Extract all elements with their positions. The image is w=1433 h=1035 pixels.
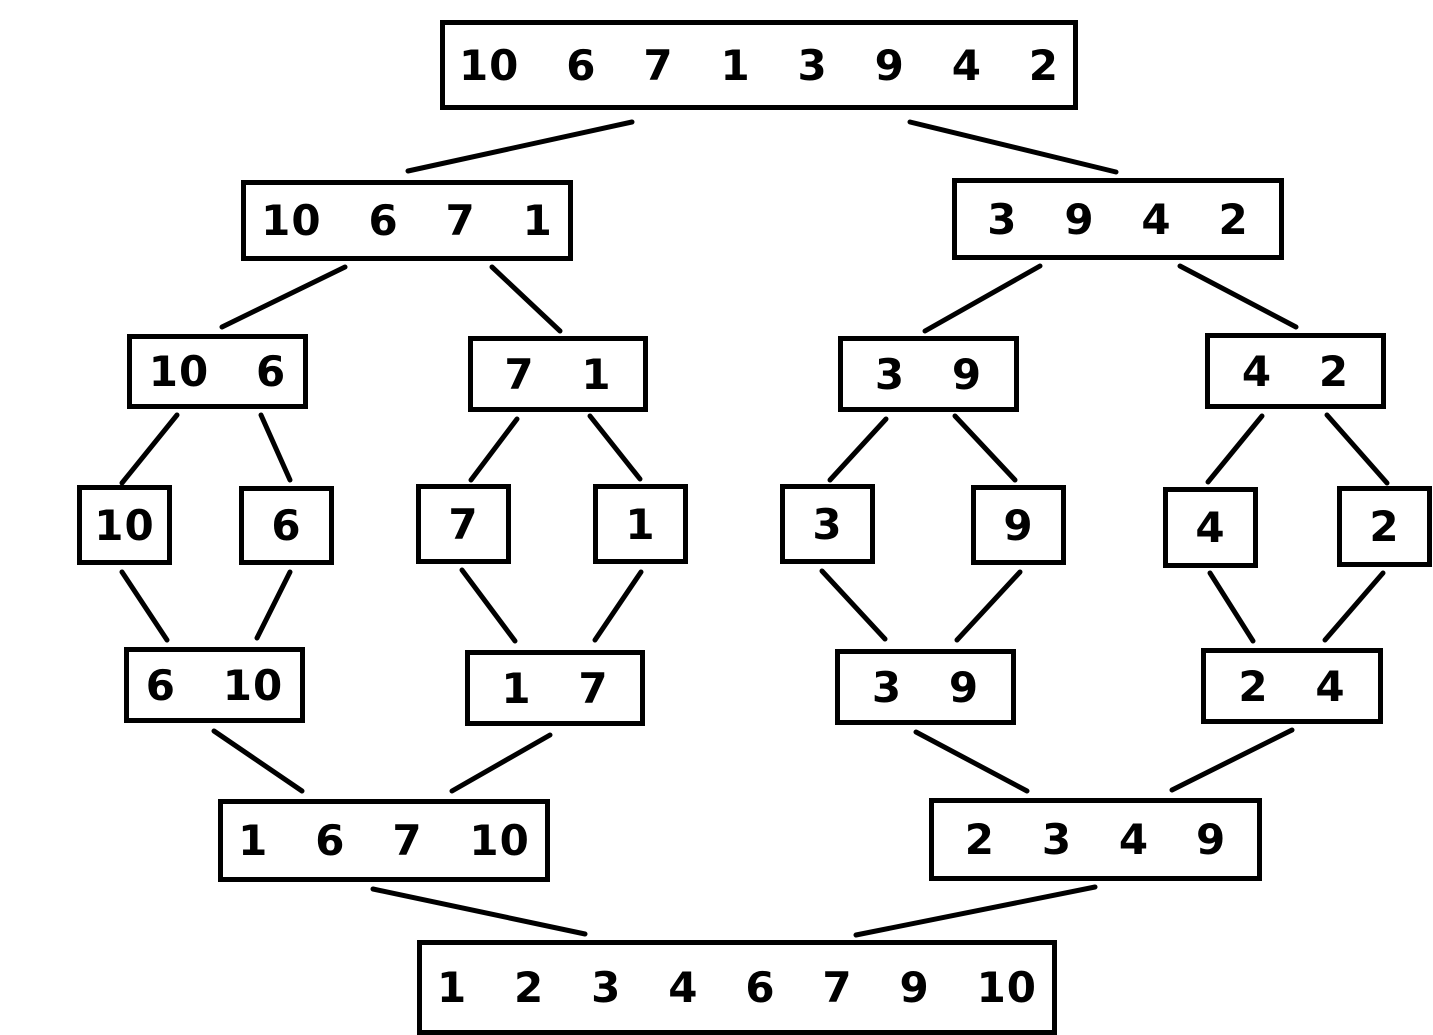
leaf-box: 7	[416, 484, 511, 564]
pair-box: 4 2	[1205, 333, 1386, 409]
edge	[370, 886, 588, 937]
edge	[853, 884, 1098, 938]
pair-values: 7 1	[504, 349, 612, 399]
merged-pair-values: 2 4	[1238, 661, 1346, 711]
merged-pair-values: 1 7	[501, 663, 609, 713]
edge	[489, 264, 563, 334]
split-right-box: 3 9 4 2	[952, 178, 1284, 260]
leaf-box: 1	[593, 484, 688, 564]
edge	[1324, 412, 1390, 486]
edge	[907, 119, 1119, 175]
edge	[1169, 727, 1295, 793]
leaf-value: 9	[1003, 500, 1034, 550]
pair-box: 10 6	[127, 334, 308, 409]
edge	[1205, 413, 1265, 485]
sorted-result-box: 1 2 3 4 6 7 9 10	[417, 940, 1057, 1035]
merged-half-box: 2 3 4 9	[929, 798, 1262, 881]
edge	[952, 413, 1018, 483]
edge	[405, 119, 635, 174]
leaf-box: 2	[1337, 486, 1432, 567]
pair-values: 3 9	[874, 349, 983, 399]
pair-values: 10 6	[148, 347, 287, 396]
merged-pair-values: 6 10	[145, 660, 284, 710]
leaf-box: 6	[239, 486, 334, 565]
edge	[819, 568, 888, 642]
edge	[592, 569, 644, 643]
edge	[468, 416, 520, 483]
edge	[827, 416, 889, 483]
edge	[449, 732, 553, 794]
edge	[913, 729, 1030, 794]
leaf-box: 3	[780, 484, 875, 564]
pair-box: 3 9	[838, 336, 1019, 412]
edge	[954, 569, 1023, 643]
leaf-value: 3	[812, 499, 843, 549]
split-left-box: 10 6 7 1	[241, 180, 573, 261]
split-left-values: 10 6 7 1	[261, 196, 553, 245]
root-array-box: 10 6 7 1 3 9 4 2	[440, 20, 1078, 110]
edge	[219, 264, 348, 330]
merged-pair-values: 3 9	[871, 662, 980, 712]
leaf-value: 1	[625, 499, 656, 549]
edge	[211, 728, 305, 794]
merged-pair-box: 6 10	[124, 647, 305, 723]
leaf-value: 4	[1195, 503, 1226, 552]
leaf-box: 10	[77, 485, 172, 565]
merged-pair-box: 2 4	[1201, 648, 1383, 724]
leaf-value: 7	[448, 499, 479, 549]
leaf-value: 6	[271, 501, 302, 550]
leaf-box: 4	[1163, 487, 1258, 568]
pair-box: 7 1	[468, 336, 648, 412]
merged-half-box: 1 6 7 10	[218, 799, 550, 882]
pair-values: 4 2	[1241, 346, 1350, 396]
merged-pair-box: 1 7	[465, 650, 645, 726]
edge	[1322, 570, 1386, 643]
edge	[119, 569, 170, 643]
leaf-box: 9	[971, 485, 1066, 565]
leaf-value: 10	[94, 500, 155, 550]
merged-pair-box: 3 9	[835, 649, 1016, 725]
merged-half-values: 2 3 4 9	[964, 815, 1227, 864]
root-array-values: 10 6 7 1 3 9 4 2	[458, 40, 1060, 90]
edge	[258, 412, 293, 483]
split-right-values: 3 9 4 2	[987, 194, 1249, 244]
edge	[1177, 263, 1299, 330]
sorted-result-values: 1 2 3 4 6 7 9 10	[436, 963, 1038, 1012]
leaf-value: 2	[1369, 502, 1400, 551]
edge	[922, 263, 1043, 334]
edge	[1207, 570, 1256, 644]
merged-half-values: 1 6 7 10	[238, 816, 530, 865]
edge	[119, 412, 180, 486]
edge	[587, 413, 643, 482]
edge	[459, 567, 518, 644]
edge	[254, 569, 293, 641]
